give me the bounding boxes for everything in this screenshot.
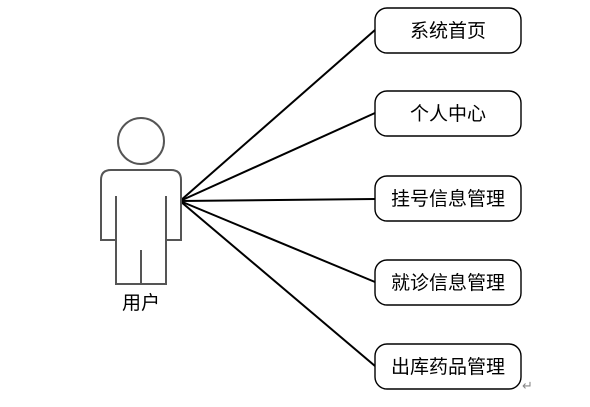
use-case-label: 个人中心 (410, 103, 486, 125)
use-case-drug-outbound: 出库药品管理 (374, 343, 522, 390)
use-case-box (374, 343, 522, 390)
use-case-label: 系统首页 (410, 20, 486, 42)
actor-label: 用户 (122, 292, 160, 314)
use-case-home: 系统首页 (374, 7, 522, 54)
use-case-label: 出库药品管理 (391, 356, 505, 378)
edge-visit (179, 200, 376, 283)
actor-body-icon (100, 169, 182, 285)
use-case-box (374, 7, 522, 54)
use-case-personal-center: 个人中心 (374, 90, 522, 137)
association-lines (179, 29, 376, 367)
edge-personal-center (179, 112, 376, 202)
use-case-box (374, 259, 522, 306)
use-case-label: 挂号信息管理 (391, 188, 505, 210)
edge-drug-outbound (179, 200, 376, 367)
actor-head-icon (117, 117, 165, 165)
use-case-label: 就诊信息管理 (391, 272, 505, 294)
edge-home (179, 29, 376, 202)
use-case-visit: 就诊信息管理 (374, 259, 522, 306)
edge-registration (179, 198, 376, 202)
actor-user: 用户 (100, 117, 182, 314)
paragraph-mark-icon: ↵ (522, 379, 533, 394)
use-case-box (374, 175, 522, 222)
use-case-box (374, 90, 522, 137)
use-case-registration: 挂号信息管理 (374, 175, 522, 222)
